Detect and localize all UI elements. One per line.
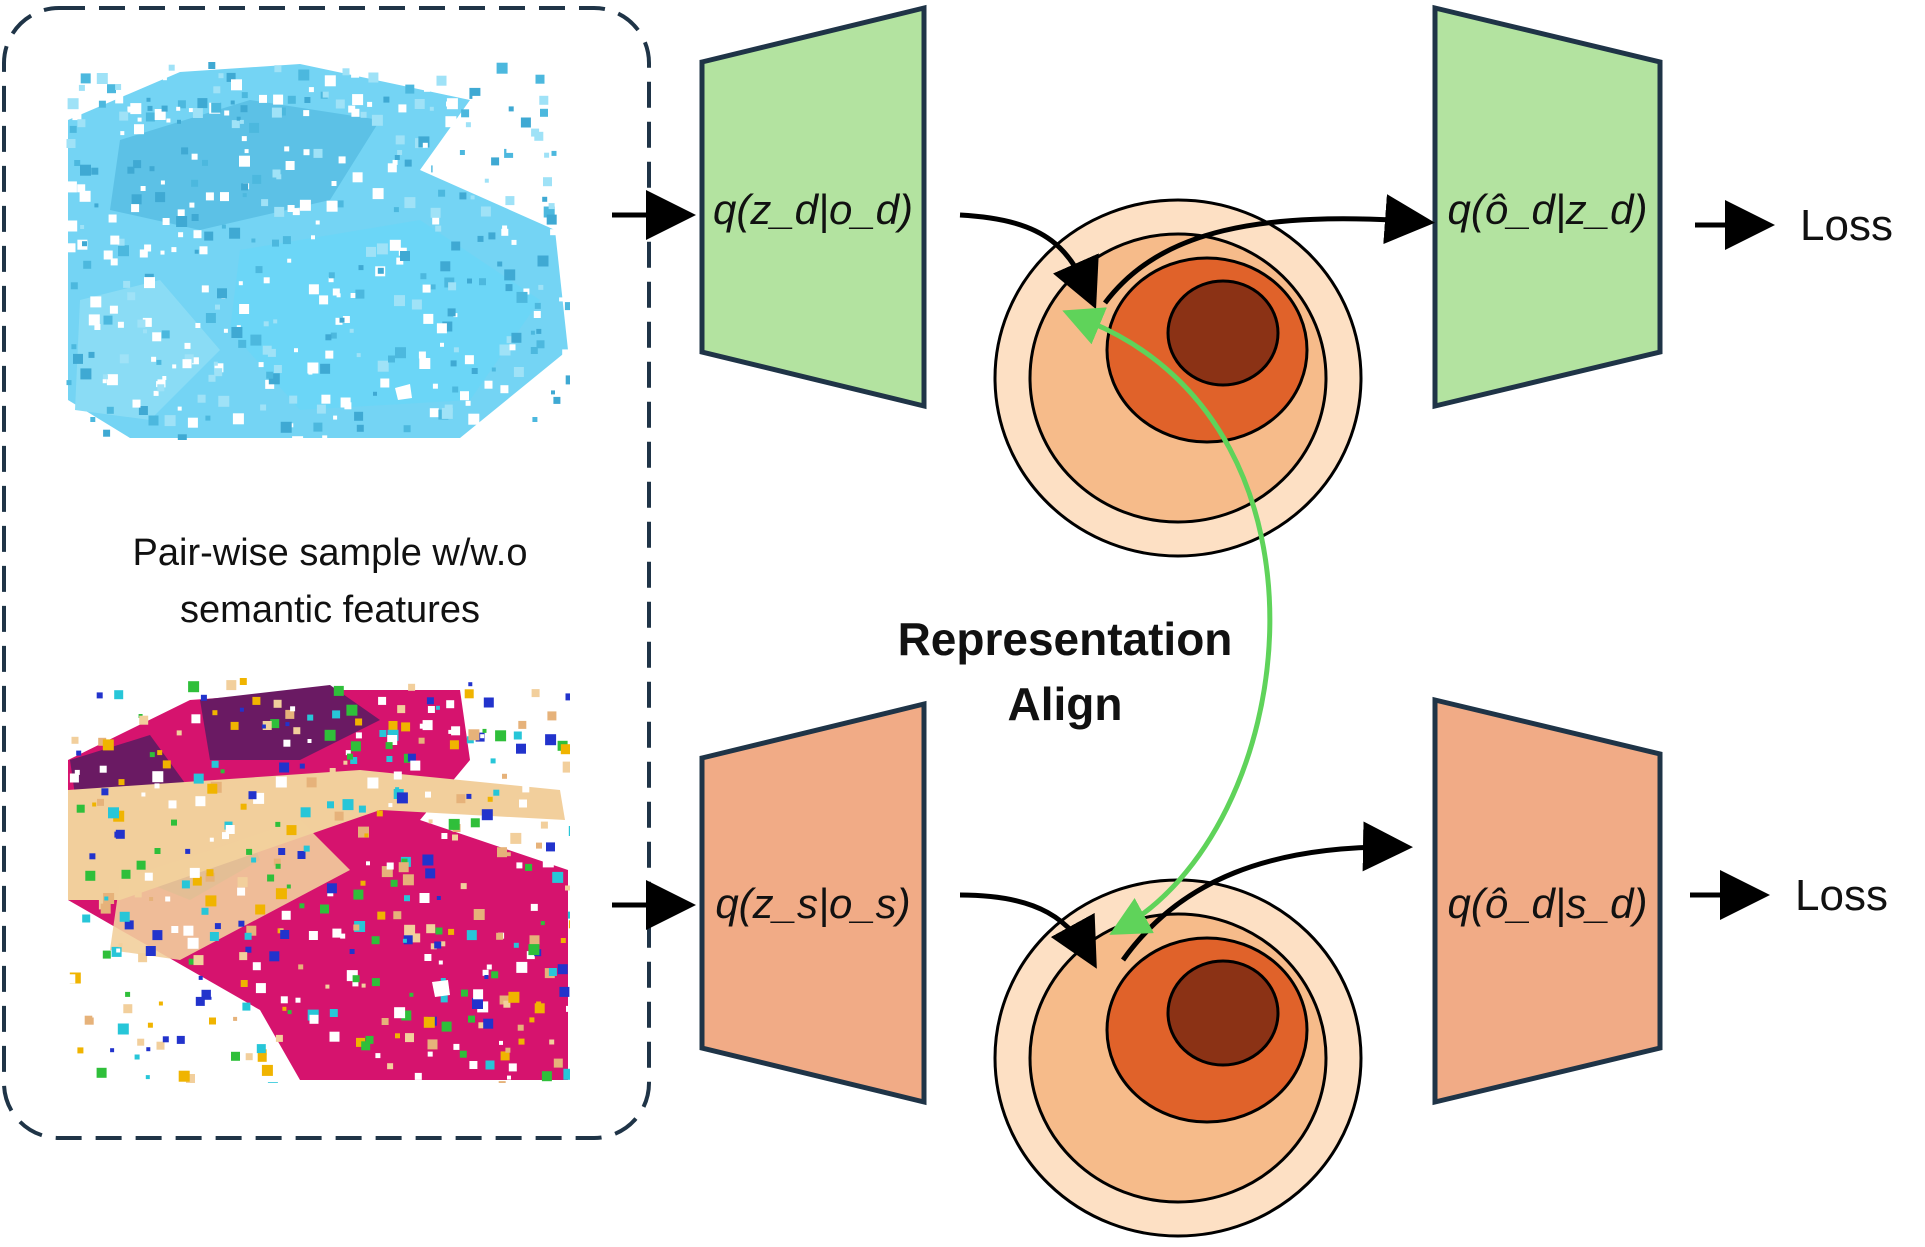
bottom-decoder-block (1432, 696, 1663, 1106)
top-encoder-label-text: q(z_d|o_d) (712, 186, 914, 233)
bottom-decoder-label: q(ô_d|s_d) (1435, 880, 1660, 928)
bottom-encoder-label: q(z_s|o_s) (702, 880, 924, 928)
top-decode-arrow (1103, 194, 1435, 305)
bottom-decoder-label-text: q(ô_d|s_d) (1447, 880, 1648, 927)
sample-caption-line-1: Pair-wise sample w/w.o (133, 532, 528, 574)
top-decoder-label: q(ô_d|z_d) (1435, 186, 1660, 234)
top-decoder-block (1432, 4, 1663, 410)
top-encode-arrow (959, 212, 1099, 310)
sample-group-box (2, 6, 651, 1140)
bottom-latent-rings (993, 878, 1363, 1238)
top-encoder-label: q(z_d|o_d) (702, 186, 924, 234)
bottom-encoder-block (699, 700, 927, 1106)
top-decoder-label-text: q(ô_d|z_d) (1447, 186, 1648, 233)
sample-caption-line-2: semantic features (180, 589, 480, 631)
voxel-image-plain (65, 62, 570, 440)
representation-align-arrow (1062, 307, 1273, 935)
bottom-encode-arrow (959, 892, 1097, 969)
bottom-encoder-label-text: q(z_s|o_s) (715, 880, 911, 927)
top-loss-label: Loss (1800, 201, 1893, 250)
voxel-image-semantic (65, 678, 570, 1083)
align-label-line-2: Align (1008, 678, 1123, 730)
align-label-line-1: Representation (898, 613, 1233, 665)
top-encoder-block (699, 4, 927, 410)
bottom-loss-label: Loss (1795, 871, 1888, 920)
